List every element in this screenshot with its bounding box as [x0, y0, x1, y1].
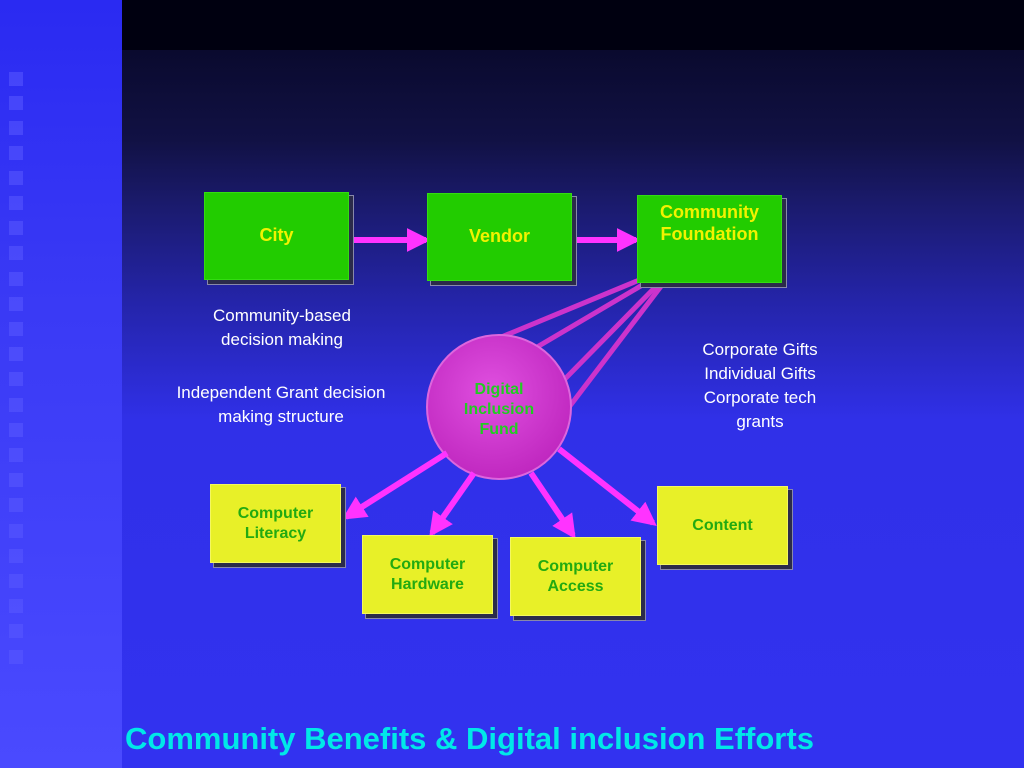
decorative-square [9, 624, 23, 638]
computer-literacy-label: Computer Literacy [237, 505, 314, 542]
community-foundation-label: Community Foundation [660, 202, 759, 244]
computer-access-box: Computer Access [510, 537, 641, 616]
arrow-fund-to-access [528, 471, 576, 539]
decorative-square [9, 272, 23, 286]
sources-note-line4: grants [736, 412, 784, 431]
decorative-square [9, 372, 23, 386]
decorative-square [9, 650, 23, 664]
decorative-square [9, 574, 23, 588]
sources-note-line1: Corporate Gifts [702, 340, 818, 359]
community-decision-note: Community-based decision making [172, 304, 392, 352]
decorative-square [9, 221, 23, 235]
content-box: Content [657, 486, 788, 565]
arrow-fund-to-content [557, 446, 657, 526]
decorative-square [9, 246, 23, 260]
community-note-line2: decision making [221, 330, 343, 349]
city-label: City [259, 225, 294, 246]
computer-access-label: Computer Access [537, 558, 614, 595]
decorative-square [9, 549, 23, 563]
decorative-square [9, 473, 23, 487]
sources-note-line3: Corporate tech [703, 388, 817, 407]
computer-literacy-box: Computer Literacy [210, 484, 341, 563]
arrow-fund-to-hardware [429, 471, 477, 537]
decorative-square [9, 524, 23, 538]
computer-hardware-box: Computer Hardware [362, 535, 493, 614]
arrow-fund-to-literacy [341, 450, 449, 520]
decorative-square [9, 146, 23, 160]
decorative-square [9, 398, 23, 412]
decorative-square [9, 498, 23, 512]
vendor-label: Vendor [468, 226, 530, 247]
decorative-square [9, 347, 23, 361]
decorative-square [9, 322, 23, 336]
grant-note-line1: Independent Grant decision [176, 383, 386, 402]
content-label: Content [692, 516, 753, 534]
city-box: City [204, 192, 349, 280]
vendor-box: Vendor [427, 193, 572, 281]
decorative-square [9, 599, 23, 613]
decorative-square [9, 96, 23, 110]
grant-note-line2: making structure [218, 407, 344, 426]
left-decorative-strip [0, 0, 122, 768]
decorative-square [9, 72, 23, 86]
computer-hardware-label: Computer Hardware [389, 556, 466, 593]
community-note-line1: Community-based [213, 306, 351, 325]
slide-title: Community Benefits & Digital inclusion E… [125, 721, 814, 756]
fund-label-line2: Inclusion [463, 401, 535, 418]
digital-inclusion-fund-label: Digital Inclusion Fund [443, 380, 555, 440]
fund-label-line1: Digital [474, 381, 524, 398]
decorative-square [9, 297, 23, 311]
grant-structure-note: Independent Grant decision making struct… [150, 381, 412, 429]
community-foundation-box: Community Foundation [637, 195, 782, 283]
decorative-square [9, 121, 23, 135]
decorative-square [9, 196, 23, 210]
decorative-square [9, 171, 23, 185]
decorative-square [9, 448, 23, 462]
fund-label-line3: Fund [479, 421, 519, 438]
sources-note-line2: Individual Gifts [704, 364, 816, 383]
decorative-square [9, 423, 23, 437]
digital-inclusion-fund-circle [426, 334, 572, 480]
funding-sources-note: Corporate Gifts Individual Gifts Corpora… [672, 338, 848, 434]
